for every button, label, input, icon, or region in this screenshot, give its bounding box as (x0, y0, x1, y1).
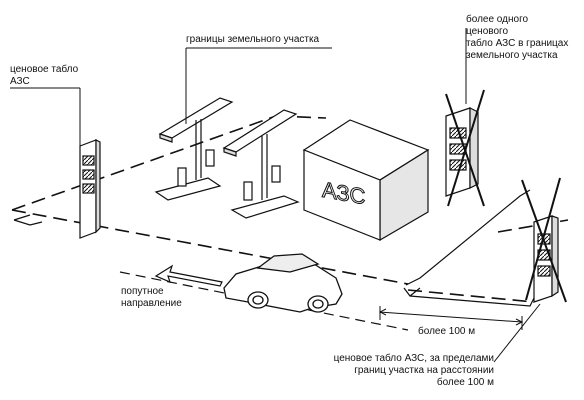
pointer-line (493, 303, 541, 363)
station-building (302, 119, 430, 242)
traffic-direction-arrow (154, 264, 223, 287)
fuel-canopy-1 (154, 97, 234, 201)
boundary-label: границы земельного участка (186, 34, 320, 45)
fuel-canopy-2 (222, 109, 300, 219)
price-board-crossed-inside (445, 89, 485, 207)
outside-board-label: ценовое табло АЗС, за пределами границ у… (333, 353, 494, 388)
distance-dimension (378, 306, 524, 330)
price-board-left (79, 139, 101, 239)
traffic-direction-label: попутное направление (121, 286, 182, 309)
price-board-label: ценовое табло АЗС (10, 64, 79, 87)
road-curb (13, 189, 535, 307)
multiple-boards-label: более одного ценового табло АЗС в границ… (466, 14, 569, 61)
distance-label: более 100 м (418, 326, 476, 337)
car (223, 253, 343, 313)
price-board-crossed-outside (521, 177, 567, 303)
